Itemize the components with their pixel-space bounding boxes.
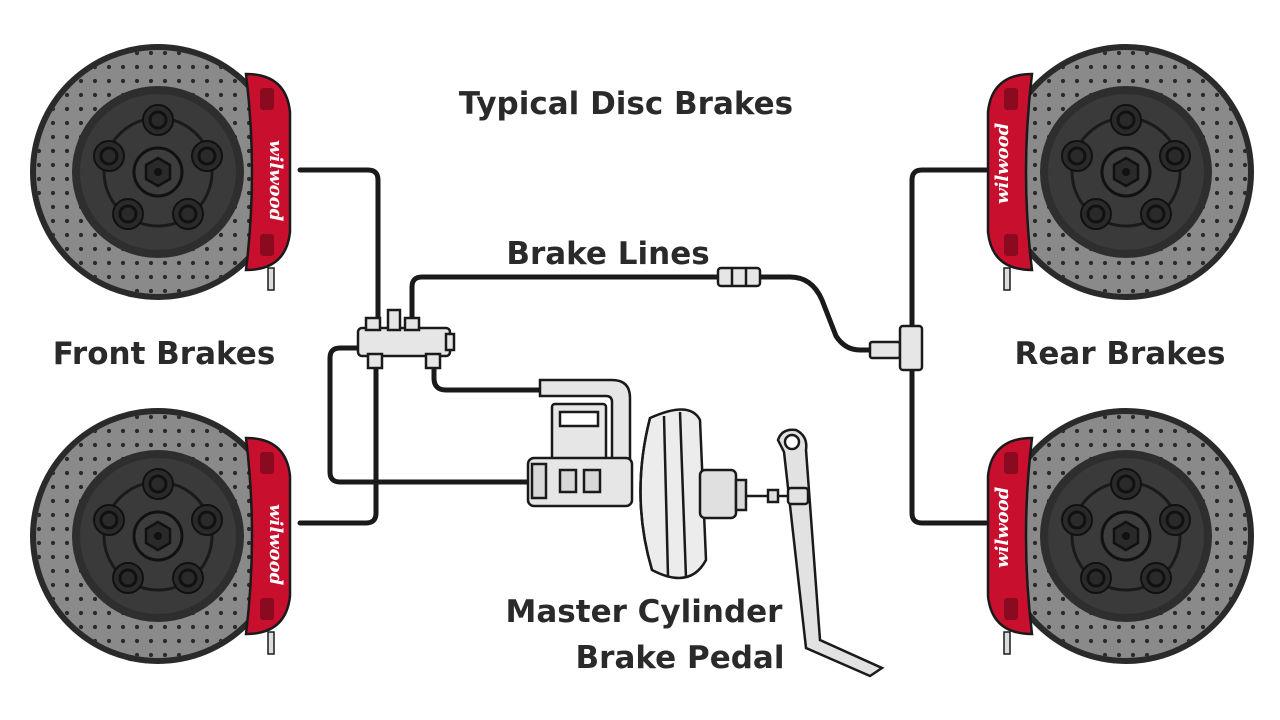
front-bottom-caliper-icon: wilwood xyxy=(244,436,292,656)
front-brakes-label: Front Brakes xyxy=(53,336,276,372)
rear-brakes-label: Rear Brakes xyxy=(1015,336,1226,372)
rear-tee-fitting-icon xyxy=(868,324,924,372)
rear-bottom-brake-disc-icon xyxy=(996,406,1256,666)
master-cylinder-label: Master Cylinder xyxy=(506,594,784,630)
brake-pedal-icon xyxy=(776,428,885,678)
front-top-caliper-icon: wilwood xyxy=(244,72,292,292)
master-cylinder-icon xyxy=(526,378,634,508)
rear-top-caliper-icon: wilwood xyxy=(986,72,1034,292)
caliper-brand-label: wilwood xyxy=(265,504,286,586)
rear-top-brake-disc-icon xyxy=(996,42,1256,302)
line-fitting-icon xyxy=(716,266,762,288)
brake-lines-label: Brake Lines xyxy=(506,236,709,272)
rear-bottom-caliper-icon: wilwood xyxy=(986,436,1034,656)
diagram-title: Typical Disc Brakes xyxy=(459,86,793,122)
brake-lines xyxy=(297,167,989,526)
caliper-brand-label: wilwood xyxy=(992,122,1013,204)
caliper-brand-label: wilwood xyxy=(992,486,1013,568)
proportioning-valve-icon xyxy=(356,308,456,370)
caliper-brand-label: wilwood xyxy=(265,140,286,222)
brake-booster-icon xyxy=(639,408,790,580)
brake-pedal-label: Brake Pedal xyxy=(576,640,785,676)
